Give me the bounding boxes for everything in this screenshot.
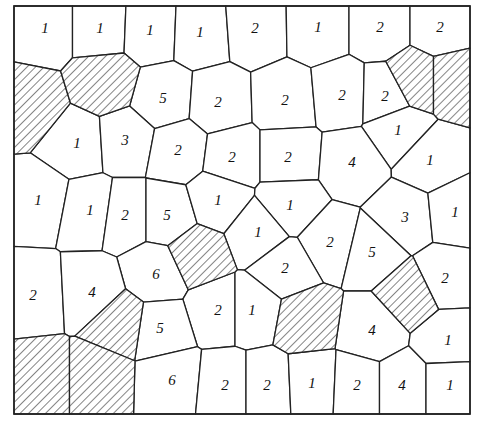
grain-number: 2 [376,20,384,35]
hatched-grain [168,224,238,290]
hatched-grain [434,48,471,128]
grain-number: 2 [214,303,222,318]
grain-number: 1 [196,25,204,40]
grain-number: 6 [152,267,160,282]
grain-number: 6 [168,373,176,388]
grain-number: 1 [444,333,452,348]
grain-number: 5 [163,208,171,223]
grain-number: 2 [338,88,346,103]
grain [174,6,230,71]
grain-number: 1 [214,193,222,208]
grain-number: 2 [281,93,289,108]
grain [333,350,379,414]
grain-number: 5 [159,91,167,106]
hatched-grain [61,53,141,116]
grain [251,57,316,130]
grain [311,54,364,132]
grain-number: 3 [401,210,409,225]
grain [124,6,176,67]
grain-number: 4 [348,155,356,170]
grain [14,6,73,71]
grain-number: 2 [29,288,37,303]
grain-number: 5 [156,321,164,336]
grain-number: 1 [254,225,262,240]
hatched-grain [386,45,434,114]
grain-boundaries [14,6,470,414]
grain [288,349,336,414]
grain-number: 2 [221,378,229,393]
grain-number: 4 [88,285,96,300]
grain [14,246,65,339]
grain-number: 2 [441,271,449,286]
grain-number: 2 [214,95,222,110]
grain-number: 1 [86,203,94,218]
grain-number: 5 [368,245,376,260]
grain [426,362,470,414]
grain-number: 2 [326,235,334,250]
grain-number: 1 [41,21,49,36]
grain-number: 4 [368,323,376,338]
grain-number: 1 [446,378,454,393]
grain-number: 2 [436,20,444,35]
hatched-grain [273,283,344,354]
grain [380,346,427,414]
grain-number: 1 [96,21,104,36]
grain-number: 1 [286,198,294,213]
grain [134,347,202,414]
grain [196,346,246,414]
grain [99,106,154,178]
frame [14,6,470,414]
grain-number: 2 [251,21,259,36]
grain [246,345,291,414]
grain-number: 1 [146,23,154,38]
hatched-grain [14,334,70,414]
grain-number: 2 [228,150,236,165]
grain-number: 2 [121,208,129,223]
grain-number: 1 [314,20,322,35]
grain [73,6,126,58]
grain-number: 2 [381,89,389,104]
grain-number: 2 [281,261,289,276]
grain-number: 2 [263,378,271,393]
grain-number: 2 [284,150,292,165]
grain-number: 4 [398,378,406,393]
grain-number: 2 [174,143,182,158]
grain-number: 1 [248,303,256,318]
grain [428,173,470,248]
grain-number: 1 [451,205,459,220]
grain-number: 2 [353,378,361,393]
grain [189,62,252,134]
hatched-grain [70,336,135,414]
grain-number: 1 [394,123,402,138]
hatched-grain [371,256,438,334]
grain-number: 1 [426,153,434,168]
grain-number: 1 [308,376,316,391]
grain-number: 1 [73,136,81,151]
grain-number: 1 [34,193,42,208]
grain-number: 3 [121,133,129,148]
grain [260,127,322,182]
